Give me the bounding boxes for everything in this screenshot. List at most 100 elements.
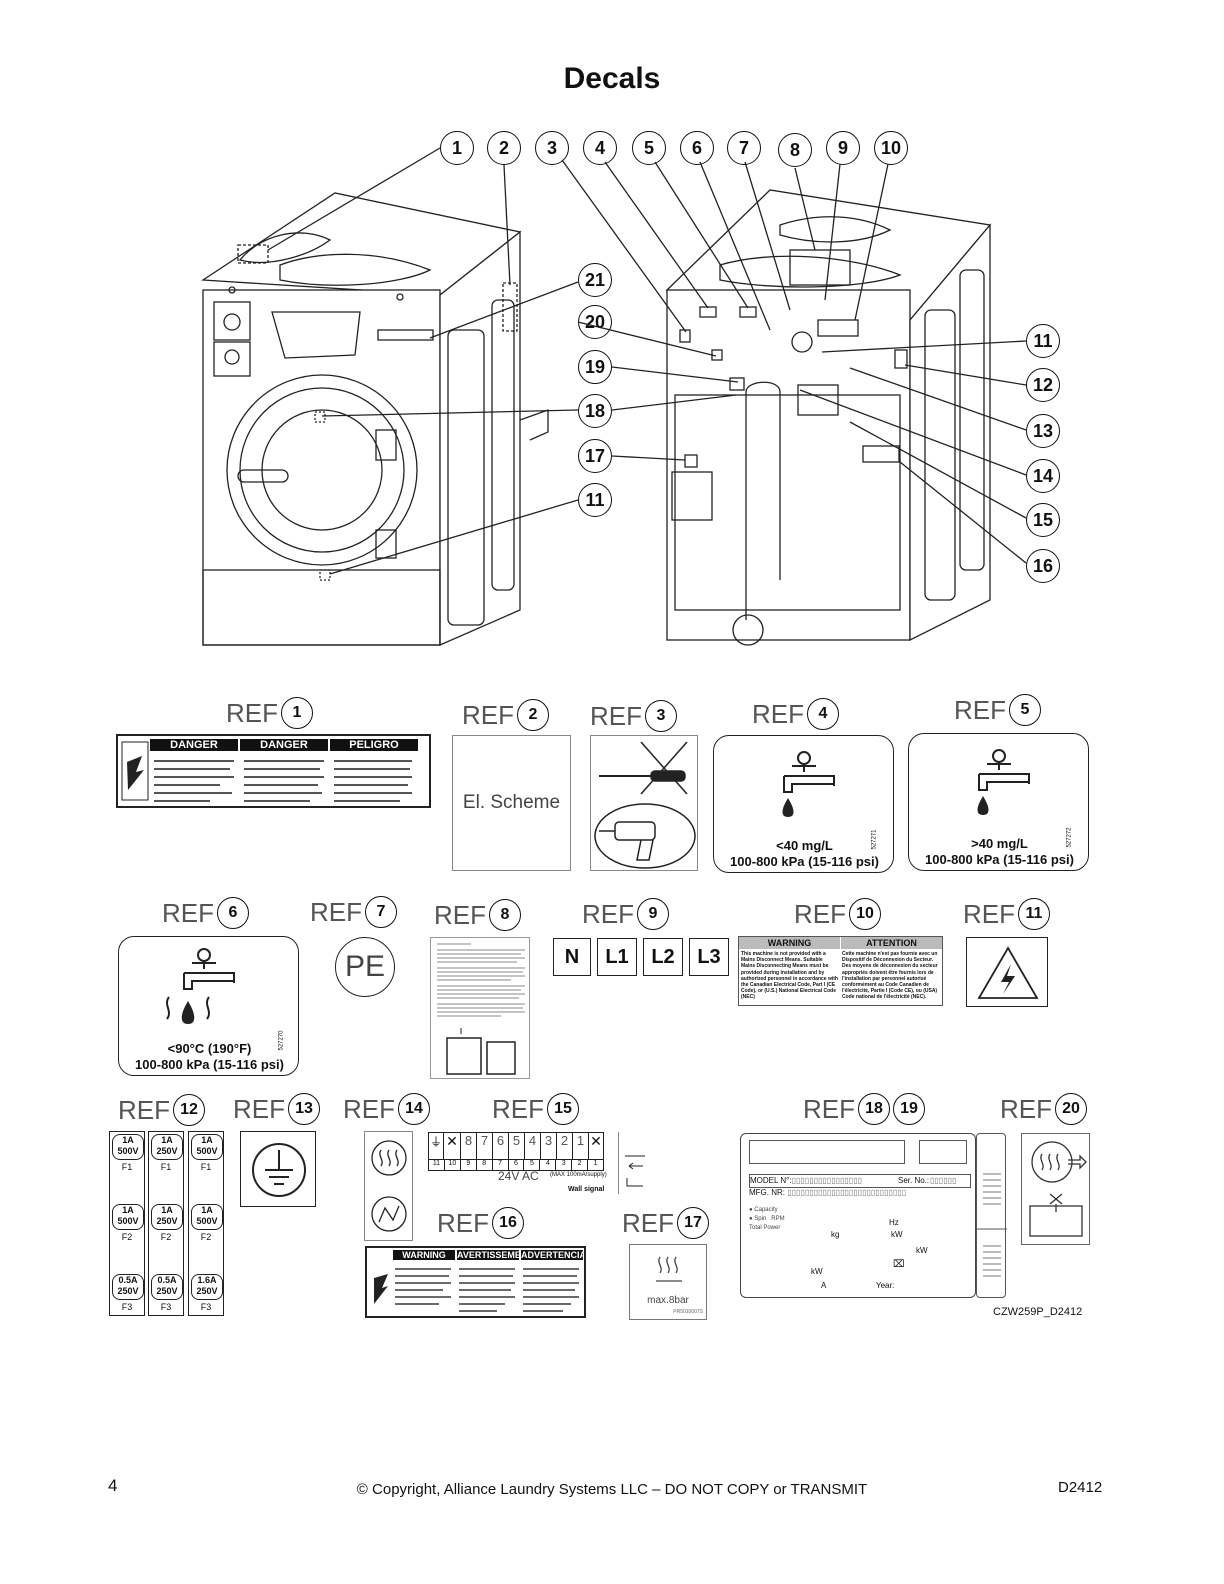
decal-4-water-hardness-low: <40 mg/L 100-800 kPa (15-116 psi) 527271 — [713, 735, 894, 873]
decal-5-code: 527272 — [1066, 827, 1073, 848]
decal-10-attention-header: ATTENTION — [841, 937, 942, 949]
fuse-label: F1 — [200, 1162, 212, 1172]
decal-5-line2: 100-800 kPa (15-116 psi) — [925, 852, 1074, 867]
fuse-label: F2 — [160, 1232, 172, 1242]
callout-16: 16 — [1026, 549, 1060, 583]
callout-5: 5 — [632, 131, 666, 165]
terminal-top-2: 2 — [557, 1133, 573, 1159]
callout-21: 21 — [578, 263, 612, 297]
decal-3-no-tools — [590, 735, 698, 871]
copyright-text: © Copyright, Alliance Laundry Systems LL… — [356, 1481, 868, 1498]
decal-15-max: (MAX 100mA/supply) — [550, 1172, 607, 1178]
decal-17-max-pressure: max.8bar PR5010007S — [629, 1244, 707, 1320]
terminal-bottom-label: 4 — [540, 1160, 557, 1170]
fuse-label: F1 — [160, 1162, 172, 1172]
terminal-top-3: 3 — [541, 1133, 557, 1159]
fuse-label: F3 — [160, 1302, 172, 1312]
terminal-bottom-label: 2 — [572, 1160, 589, 1170]
nameplate-model-label: MODEL N°: — [750, 1176, 792, 1185]
callout-6: 6 — [680, 131, 714, 165]
terminal-l2: L2 — [643, 938, 683, 976]
hot-faucet-icon — [159, 945, 259, 1040]
decal-17-text: max.8bar — [647, 1295, 689, 1306]
decal-15-wall-signal: Wall signal — [568, 1186, 605, 1193]
terminal-bottom-label: 5 — [524, 1160, 541, 1170]
nameplate-kg: kg — [831, 1230, 840, 1239]
callout-10: 10 — [874, 131, 908, 165]
warning-label-fr: AVERTISSEMENT — [457, 1250, 519, 1260]
decal-6-line1: <90°C (190°F) — [167, 1041, 252, 1056]
decal-4-line2: 100-800 kPa (15-116 psi) — [730, 854, 879, 869]
terminal-l3: L3 — [689, 938, 729, 976]
decal-7-pe: PE — [335, 937, 395, 997]
callout-15: 15 — [1026, 503, 1060, 537]
nameplate-mfg-row: MFG. NR: ▯▯▯▯▯▯▯▯▯▯▯▯▯▯▯▯▯▯▯▯▯▯▯▯▯▯▯ — [749, 1188, 907, 1197]
decal-18-nameplate: MODEL N°:▯▯▯▯▯▯▯▯▯▯▯▯▯▯▯▯ Ser. No.:▯▯▯▯▯… — [740, 1133, 976, 1298]
decal-20-steam-dryer — [1021, 1133, 1090, 1245]
decal-14-steam — [364, 1131, 413, 1241]
callout-2: 2 — [487, 131, 521, 165]
terminal-top-1: 1 — [573, 1133, 589, 1159]
decal-8-instructions — [430, 937, 530, 1079]
faucet-icon — [959, 746, 1039, 821]
decal-5-water-hardness-high: >40 mg/L 100-800 kPa (15-116 psi) 527272 — [908, 733, 1089, 871]
callout-3: 3 — [535, 131, 569, 165]
ground-symbol-icon: ⏚ — [429, 1133, 444, 1159]
decal-6-line2: 100-800 kPa (15-116 psi) — [135, 1057, 284, 1072]
decal-10-disconnect-warning: WARNING ATTENTION This machine is not pr… — [738, 936, 943, 1006]
shock-hazard-icon — [121, 741, 149, 801]
warning-label-en: WARNING — [393, 1250, 455, 1260]
terminal-bottom-label: 11 — [429, 1160, 445, 1170]
steam-icon — [656, 1256, 682, 1282]
lightning-icon — [977, 946, 1039, 999]
callout-17: 17 — [578, 439, 612, 473]
callout-9: 9 — [826, 131, 860, 165]
terminal-bottom-label: 3 — [556, 1160, 573, 1170]
terminal-top-4: 4 — [525, 1133, 541, 1159]
terminal-bottom-label: 8 — [477, 1160, 493, 1170]
terminal-top-8: 8 — [461, 1133, 477, 1159]
decal-13-ground — [240, 1131, 316, 1207]
fuse-label: F2 — [200, 1232, 212, 1242]
nameplate-kw-1: kW — [891, 1230, 903, 1239]
decal-16-warning: WARNING AVERTISSEMENT ADVERTENCIA — [365, 1246, 586, 1318]
warning-label-es: ADVERTENCIA — [521, 1250, 583, 1260]
steam-out-icon — [1031, 1141, 1073, 1183]
shock-hazard-icon — [370, 1266, 392, 1310]
terminal-row-top: ⏚ ✕ 8 7 6 5 4 3 2 1 ✕ — [428, 1132, 604, 1160]
page-title: Decals — [563, 62, 661, 95]
nameplate-ser-label: Ser. No.: — [898, 1176, 930, 1185]
terminal-n: N — [553, 938, 591, 976]
decal-2-el-scheme: El. Scheme — [452, 735, 571, 871]
decal-15-signal-terminals: ⏚ ✕ 8 7 6 5 4 3 2 1 ✕ 11 10 9 8 7 6 5 4 … — [428, 1132, 648, 1194]
danger-label-fr: DANGER — [240, 739, 328, 751]
nameplate-mfg-label: MFG. NR: — [749, 1188, 785, 1197]
decal-6-hot-water: <90°C (190°F) 100-800 kPa (15-116 psi) 5… — [118, 936, 299, 1076]
decal-6-code: 527270 — [278, 1030, 285, 1051]
terminal-bottom-label: 9 — [461, 1160, 477, 1170]
decal-11-electrical-hazard — [966, 937, 1048, 1007]
terminal-l1: L1 — [597, 938, 637, 976]
decal-10-text-en: This machine is not provided with a Main… — [741, 951, 838, 1001]
ground-icon — [252, 1143, 306, 1197]
decal-4-code: 527271 — [871, 829, 878, 850]
decal-17-code: PR5010007S — [673, 1309, 703, 1315]
nameplate-logo-area — [749, 1140, 905, 1164]
